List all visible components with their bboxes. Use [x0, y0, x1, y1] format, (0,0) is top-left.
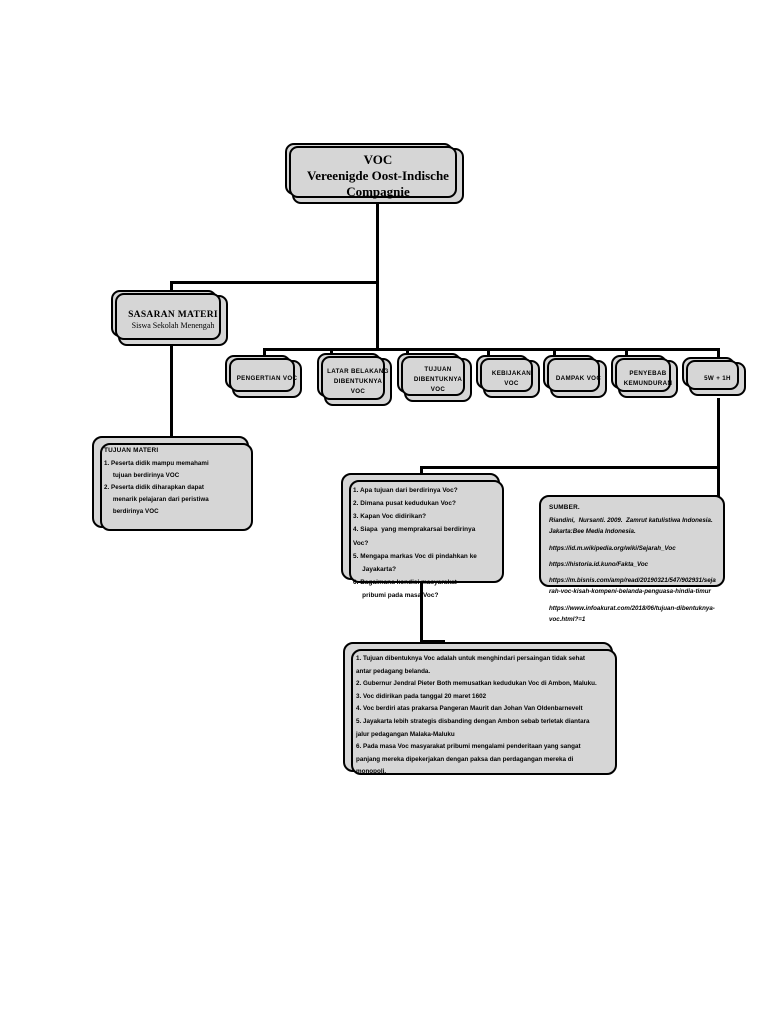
answer-item-4: 4. Voc berdiri atas prakarsa Pangeran Ma… [356, 705, 583, 713]
connector-5w-to-questions [420, 466, 719, 469]
panel-sumber[interactable]: SUMBER. Riandini, Nursanti. 2009. Zamrut… [539, 495, 725, 623]
question-item-5: 5. Mengapa markas Voc di pindahkan ke Ja… [353, 552, 477, 573]
answer-item-3: 3. Voc didirikan pada tanggal 20 maret 1… [356, 692, 487, 700]
question-item-3: 3. Kapan Voc didirikan? [353, 513, 427, 521]
tujuan-materi-title: TUJUAN MATERI [104, 447, 159, 454]
connector-questions-answers-h [420, 640, 445, 643]
category-label: DAMPAK VOC [555, 375, 602, 383]
panel-questions[interactable]: 1. Apa tujuan dari berdirinya Voc? 2. Di… [341, 473, 504, 599]
category-label: PENGERTIAN VOC [236, 375, 298, 383]
category-label: KEBIJAKAN VOC [491, 370, 532, 387]
connector-5w-down [717, 398, 720, 508]
tujuan-materi-item-1: 1. Peserta didik mampu memahami tujuan b… [104, 460, 209, 480]
connector-cat-drop-4 [487, 348, 490, 360]
root-title-line1: VOC [363, 151, 393, 167]
connector-cat-drop-5 [553, 348, 556, 360]
node-category-latar-belakang[interactable]: LATAR BELAKANG DIBENTUKNYA VOC [317, 353, 392, 406]
category-label: PENYEBAB KEMUNDURAN [623, 370, 673, 387]
connector-root-trunk [376, 204, 379, 350]
connector-audience-drop [170, 281, 173, 295]
node-category-penyebab-kemunduran[interactable]: PENYEBAB KEMUNDURAN [611, 355, 678, 398]
question-item-6: 6. Bagaimana kondisi masyarakat pribumi … [353, 578, 457, 599]
panel-answers[interactable]: 1. Tujuan dibentuknya Voc adalah untuk m… [343, 642, 617, 775]
sumber-title: SUMBER. [549, 504, 580, 511]
category-label: LATAR BELAKANG DIBENTUKNYA VOC [327, 368, 389, 395]
connector-cat-drop-6 [625, 348, 628, 360]
answer-item-2: 2. Gubernur Jendral Pieter Both memusatk… [356, 680, 597, 688]
node-sasaran-materi[interactable]: SASARAN MATERI Siswa Sekolah Menengah [111, 290, 228, 346]
connector-audience-objectives [170, 346, 173, 436]
sumber-citation: Riandini, Nursanti. 2009. Zamrut katulis… [549, 517, 713, 536]
question-item-4: 4. Siapa yang memprakarsai berdirinya Vo… [353, 526, 478, 547]
question-item-2: 2. Dimana pusat kedudukan Voc? [353, 500, 456, 508]
answer-item-6: 6. Pada masa Voc masyarakat pribumi meng… [356, 743, 583, 776]
root-title-line3: Compagnie [346, 184, 410, 200]
connector-questions-answers-v [420, 580, 423, 642]
sasaran-materi-title: SASARAN MATERI [128, 310, 218, 321]
node-category-tujuan-dibentuknya[interactable]: TUJUAN DIBENTUKNYA VOC [397, 353, 472, 402]
sasaran-materi-subtitle: Siswa Sekolah Menengah [131, 321, 215, 331]
category-label: 5W + 1H [704, 375, 731, 383]
connector-cat-drop-7 [717, 348, 720, 360]
connector-audience-branch [170, 281, 378, 284]
connector-cat-drop-1 [263, 348, 266, 360]
node-category-kebijakan-voc[interactable]: KEBIJAKAN VOC [476, 355, 540, 398]
root-title-line2: Vereenigde Oost-Indische [307, 167, 449, 183]
node-category-dampak-voc[interactable]: DAMPAK VOC [543, 355, 607, 398]
sumber-url-1[interactable]: https://id.m.wikipedia.org/wiki/Sejarah_… [549, 544, 676, 552]
sumber-url-2[interactable]: https://historia.id.kuno/Fakta_Voc [549, 561, 649, 569]
node-category-pengertian-voc[interactable]: PENGERTIAN VOC [225, 355, 302, 398]
sumber-url-3[interactable]: https://m.bisnis.com/amp/read/20190321/5… [549, 577, 716, 596]
category-label: TUJUAN DIBENTUKNYA VOC [413, 366, 463, 393]
question-item-1: 1. Apa tujuan dari berdirinya Voc? [353, 487, 458, 494]
tujuan-materi-item-2: 2. Peserta didik diharapkan dapat menari… [104, 484, 209, 516]
sumber-url-4[interactable]: https://www.infoakurat.com/2018/06/tujua… [549, 604, 715, 623]
node-category-5w-1h[interactable]: 5W + 1H [682, 357, 746, 396]
answer-item-1: 1. Tujuan dibentuknya Voc adalah untuk m… [356, 655, 587, 675]
node-root-voc[interactable]: VOC Vereenigde Oost-Indische Compagnie [285, 143, 464, 204]
answer-item-5: 5. Jayakarta lebih strategis disbanding … [356, 717, 592, 738]
panel-tujuan-materi[interactable]: TUJUAN MATERI 1. Peserta didik mampu mem… [92, 436, 253, 531]
connector-category-bus [263, 348, 719, 351]
